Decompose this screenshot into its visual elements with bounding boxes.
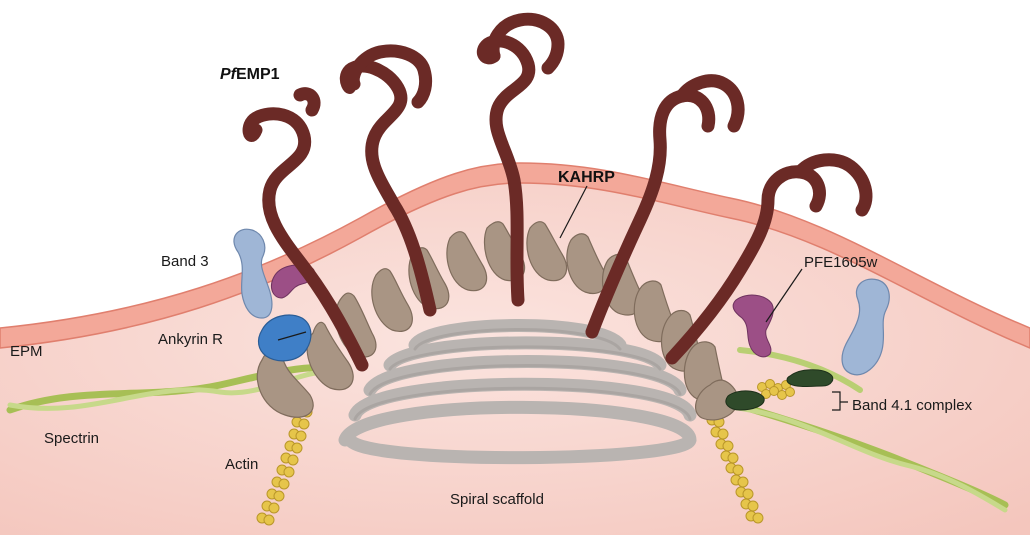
label-pfe1605w: PFE1605w <box>804 254 878 271</box>
label-ankyrin: Ankyrin R <box>158 331 223 348</box>
label-kahrp: KAHRP <box>558 169 615 186</box>
label-epm: EPM <box>10 343 43 360</box>
label-band41-complex: Band 4.1 complex <box>852 397 973 414</box>
label-band3: Band 3 <box>161 253 209 270</box>
label-spiral-scaffold: Spiral scaffold <box>450 491 544 508</box>
label-pfemp1: PfEMP1 <box>220 66 280 83</box>
label-actin: Actin <box>225 456 258 473</box>
label-pfemp1-rest: EMP1 <box>236 66 280 83</box>
label-spectrin: Spectrin <box>44 430 99 447</box>
